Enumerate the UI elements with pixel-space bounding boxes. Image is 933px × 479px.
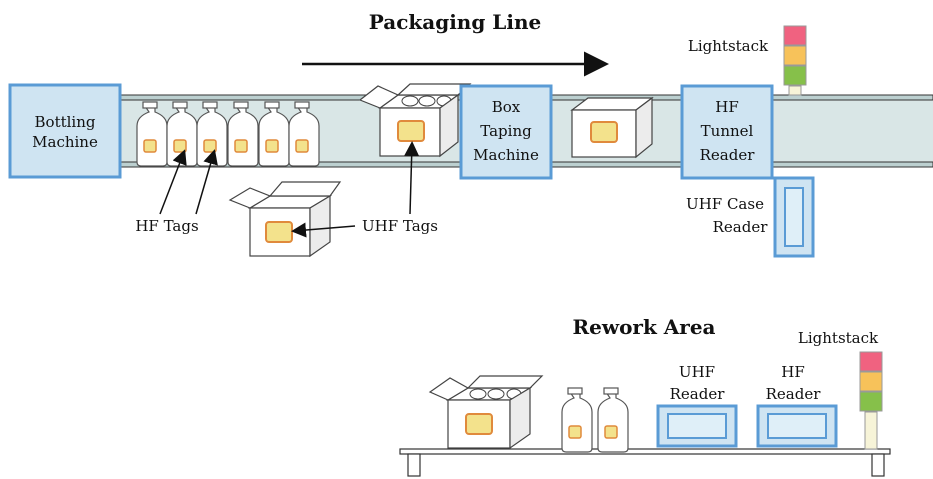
uhf-tags-label: UHF Tags: [362, 217, 438, 235]
bottling-machine-label-2: Machine: [32, 133, 98, 151]
lightstack: [783, 25, 807, 96]
rework-bottle: [561, 387, 593, 453]
rework-lightstack-label: Lightstack: [798, 329, 879, 347]
rework-open-case: [428, 375, 544, 450]
hf-tag-arrow-2: [195, 149, 218, 215]
packaging-line-title: Packaging Line: [369, 10, 541, 34]
hf-tunnel-label-2: Tunnel: [701, 122, 754, 140]
rework-hf-reader: [756, 404, 838, 448]
rework-bottle: [597, 387, 629, 453]
open-case-with-bottles: [358, 83, 472, 158]
hf-reader-label-1: HF: [781, 363, 805, 381]
uhf-reader-label-1: UHF: [679, 363, 715, 381]
lightstack-label: Lightstack: [688, 37, 769, 55]
rework-table: [399, 448, 891, 477]
rework-area-title: Rework Area: [573, 315, 716, 339]
hf-tunnel-reader: HF Tunnel Reader: [680, 84, 774, 180]
rework-uhf-reader: [656, 404, 738, 448]
hf-tag-arrow-1: [159, 149, 187, 215]
bottling-machine: Bottling Machine: [8, 83, 122, 179]
hf-tunnel-label-3: Reader: [700, 146, 756, 164]
uhf-case-reader-label-2: Reader: [713, 218, 769, 236]
box-taping-label-3: Machine: [473, 146, 539, 164]
box-taping-label-2: Taping: [480, 122, 532, 140]
bottling-machine-label-1: Bottling: [35, 113, 96, 131]
rework-lightstack: [859, 351, 883, 450]
uhf-tag-arrow-1: [291, 222, 356, 238]
hf-tunnel-label-1: HF: [715, 98, 739, 116]
sealed-case: [570, 96, 654, 159]
uhf-reader-label-2: Reader: [670, 385, 726, 403]
hf-tags-label: HF Tags: [135, 217, 198, 235]
hf-reader-label-2: Reader: [766, 385, 822, 403]
uhf-case-reader: [773, 176, 815, 258]
open-case-example: [228, 181, 342, 258]
uhf-tag-arrow-2: [404, 141, 420, 215]
box-taping-machine: Box Taping Machine: [459, 84, 553, 180]
uhf-case-reader-label-1: UHF Case: [686, 195, 764, 213]
box-taping-label-1: Box: [492, 98, 521, 116]
